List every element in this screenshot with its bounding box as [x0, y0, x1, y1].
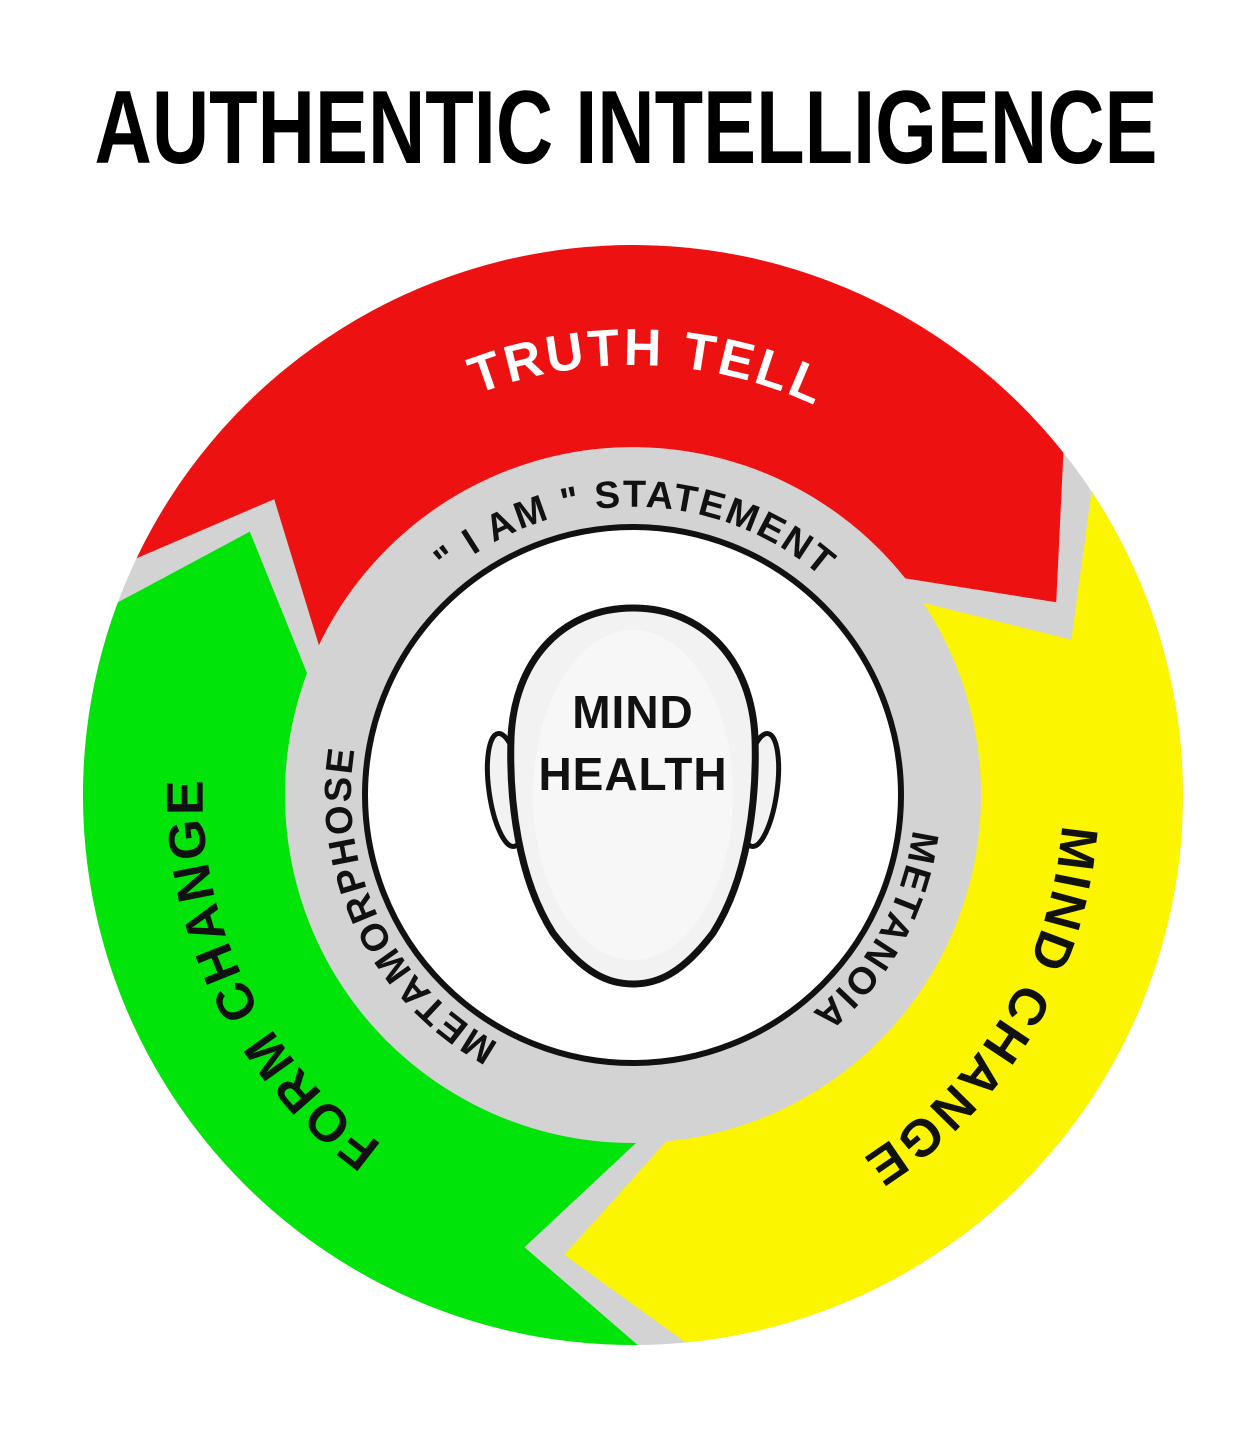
center-label-line1: MIND [572, 686, 694, 738]
center-label-line2: HEALTH [538, 748, 727, 800]
face-highlight [533, 630, 733, 960]
segment-form-change-arrow [82, 531, 638, 1346]
segment-truth-tell-arrow [136, 245, 1064, 646]
head-silhouette: MIND HEALTH [484, 604, 782, 988]
segment-mind-change-arrow [564, 491, 1183, 1343]
page-title: AUTHENTIC INTELLIGENCE [95, 70, 1158, 186]
